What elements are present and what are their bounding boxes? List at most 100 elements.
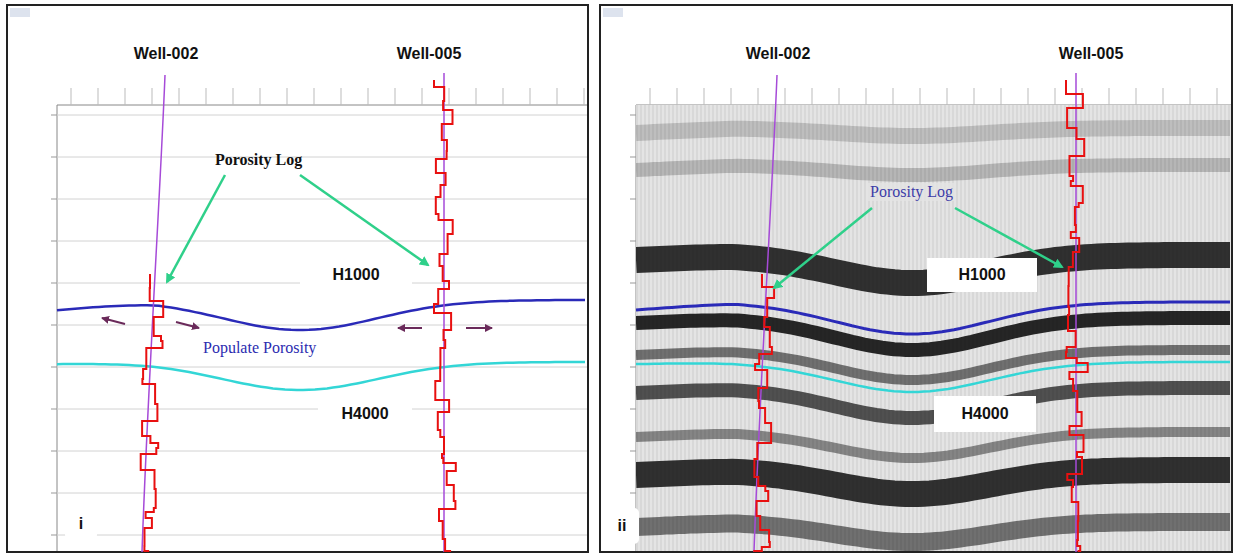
horizon-h1000 [57,300,585,330]
grid-line [57,115,587,116]
well-label: Well-005 [1033,36,1149,72]
axis-tick [1109,88,1110,105]
axis-tick [260,88,261,105]
seismic-bands [636,128,1230,542]
axis-tick [98,88,99,105]
axis-tick [584,88,585,105]
horizon-h1000 [636,302,1230,334]
box-text: Well-002 [746,45,811,63]
box-text: Well-005 [397,45,462,63]
axis-tick [51,409,57,410]
axis-tick [630,115,636,116]
axis-tick [422,88,423,105]
axis-tick [1055,88,1056,105]
axis-tick [51,493,57,494]
annotation-text: Porosity Log [868,183,955,201]
axis-tick [630,199,636,200]
axis-tick [51,241,57,242]
axis-tick [920,88,921,105]
axis-tick [530,88,531,105]
box-text: H4000 [341,405,388,423]
horizon-label: H4000 [318,396,412,432]
well-label: Well-005 [371,36,487,72]
seismic-band [636,128,1230,136]
box-text: H4000 [961,405,1008,423]
axis-tick [785,88,786,105]
box-text: H1000 [958,266,1005,284]
axis-tick [368,88,369,105]
seismic-band [636,388,1230,418]
axis-tick [630,451,636,452]
panel-frame [7,5,588,552]
axis-tick [51,325,57,326]
axis-tick [233,88,234,105]
axis-line [57,105,587,106]
logo-mark [10,8,30,17]
axis-tick [704,88,705,105]
seismic-ground [636,105,1231,551]
axis-tick [866,88,867,105]
axis-tick [839,88,840,105]
axis-tick [395,88,396,105]
axis-tick [287,88,288,105]
axis-line [57,105,58,551]
panel-tag: ii [605,508,639,544]
grid-line [57,325,587,326]
axis-tick [51,535,57,536]
axis-tick [650,88,651,105]
axis-tick [449,88,450,105]
box-text: H1000 [332,266,379,284]
spread-arrow [398,327,422,329]
axis-tick [51,367,57,368]
axis-tick [1190,88,1191,105]
panel-frame [600,5,1232,552]
grid [51,88,587,551]
axis-tick [947,88,948,105]
axis-tick [1217,88,1218,105]
horizon-label: H1000 [927,258,1037,292]
seismic-band [636,522,1230,542]
grid-line [57,535,587,536]
grid-line [57,157,587,158]
leader-arrow [774,208,872,288]
axis-tick [630,409,636,410]
leader-arrow [167,175,225,282]
seismic-band [636,165,1230,175]
axis-tick [503,88,504,105]
axis-tick [630,367,636,368]
horizon-h4000 [636,362,1230,392]
box-text: Well-005 [1059,45,1124,63]
spread-arrow [176,322,199,328]
grid-line [57,451,587,452]
axis-tick [125,88,126,105]
axis-tick [51,157,57,158]
box-text: Well-002 [134,45,199,63]
axis-tick [630,325,636,326]
horizon-label: H4000 [934,396,1036,432]
well-label: Well-002 [715,36,841,72]
axis-tick [630,493,636,494]
annotation-text: Populate Porosity [201,339,318,357]
seismic-traces [636,105,1231,551]
leader-arrow [300,175,428,265]
axis-tick [51,283,57,284]
axis-tick [812,88,813,105]
axis-tick [677,88,678,105]
logo-mark [603,8,623,17]
porosity-log [141,274,164,551]
grid-line [57,493,587,494]
horizon-h4000 [57,362,585,390]
grid-line [57,241,587,242]
axis-tick [974,88,975,105]
horizon-label: H1000 [300,258,412,292]
panel-tag: i [65,508,97,540]
well-path [1075,73,1077,552]
axis-tick [1001,88,1002,105]
grid-line [57,199,587,200]
porosity-log [434,80,456,551]
axis-tick [1163,88,1164,105]
axis-tick [1136,88,1137,105]
seismic-band [636,470,1230,494]
axis-tick [206,88,207,105]
